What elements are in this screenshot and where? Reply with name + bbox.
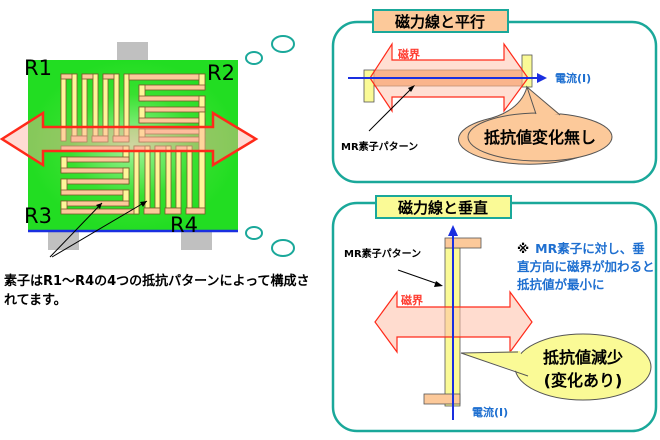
current-arrowhead-parallel	[537, 73, 547, 83]
bubble-top-large	[271, 35, 295, 53]
chip-caption-text: 素子はR1～R4の4つの抵抗パターンによって構成されてます。	[4, 274, 310, 308]
pointer-line-r4	[51, 200, 148, 258]
resistor-pattern-r2	[128, 73, 206, 143]
panel-parallel-title: 磁力線と平行	[395, 13, 485, 31]
pattern-label-perpendicular: MR素子パターン	[344, 247, 421, 260]
note-mark: ※	[517, 241, 530, 256]
field-label-parallel: 磁界	[398, 47, 420, 61]
label-r1: R1	[24, 56, 52, 80]
resistor-pattern-r4	[133, 111, 206, 215]
label-r4: R4	[170, 213, 198, 237]
current-arrowhead-perpendicular	[448, 225, 458, 236]
callout-perpendicular-tail-edge	[460, 351, 529, 377]
sensor-chip: R1 R2 R3 R4	[0, 42, 259, 258]
perpendicular-note: ※MR素子に対し、垂直方向に磁界が加わると抵抗値が最小に	[517, 240, 657, 294]
panel-perpendicular: 磁力線と垂直 磁界 電流(I) MR素子パターン 抵抗値減少 (変化あり)	[331, 195, 658, 433]
pattern-pointer-head-perpendicular	[434, 281, 443, 287]
pointer-head-r3	[96, 203, 102, 209]
panel-perpendicular-title-box	[375, 195, 512, 219]
current-label-perpendicular: 電流(I)	[472, 405, 508, 419]
panel-perpendicular-title: 磁力線と垂直	[398, 199, 488, 217]
bubble-top-small	[245, 51, 263, 65]
chip-caption: 素子はR1～R4の4つの抵抗パターンによって構成されてます。	[4, 272, 314, 310]
pointer-head-r4	[140, 201, 147, 207]
magnetic-field-arrow	[0, 110, 259, 168]
panel-parallel: 磁力線と平行 磁界 電流(I) MR素子パターン 抵抗値変化無し	[331, 9, 658, 184]
terminal-pad-bottom-right	[181, 230, 212, 250]
callout-parallel-tail-edge	[525, 85, 561, 116]
resistor-pattern-r1	[60, 73, 130, 143]
label-r3: R3	[24, 204, 52, 228]
note-text: MR素子に対し、垂直方向に磁界が加わると抵抗値が最小に	[517, 241, 655, 292]
electrode-bottom	[423, 393, 461, 405]
callout-perpendicular-body	[514, 333, 652, 401]
callout-parallel-text: 抵抗値変化無し	[484, 128, 596, 147]
label-r2: R2	[207, 61, 235, 85]
callout-perpendicular-line2: (変化あり)	[544, 371, 623, 390]
pattern-pointer-head-parallel	[408, 85, 415, 92]
bubble-bottom-small	[245, 226, 263, 240]
field-label-perpendicular: 磁界	[401, 293, 423, 307]
pattern-label-parallel: MR素子パターン	[341, 140, 418, 153]
electrode-top	[444, 237, 482, 249]
terminal-pad-bottom-left	[48, 230, 79, 250]
callout-perpendicular-line1: 抵抗値減少	[543, 348, 623, 367]
pattern-pointer-parallel	[368, 87, 413, 132]
thought-bubbles	[245, 35, 295, 257]
bubble-bottom-large	[271, 239, 295, 257]
pattern-pointer-perpendicular	[397, 269, 439, 285]
panel-parallel-title-box	[372, 9, 509, 33]
pointer-line-r3	[49, 202, 103, 258]
terminal-pad-top	[117, 42, 148, 62]
callout-perpendicular-tail	[461, 351, 528, 375]
current-label-parallel: 電流(I)	[555, 71, 591, 85]
